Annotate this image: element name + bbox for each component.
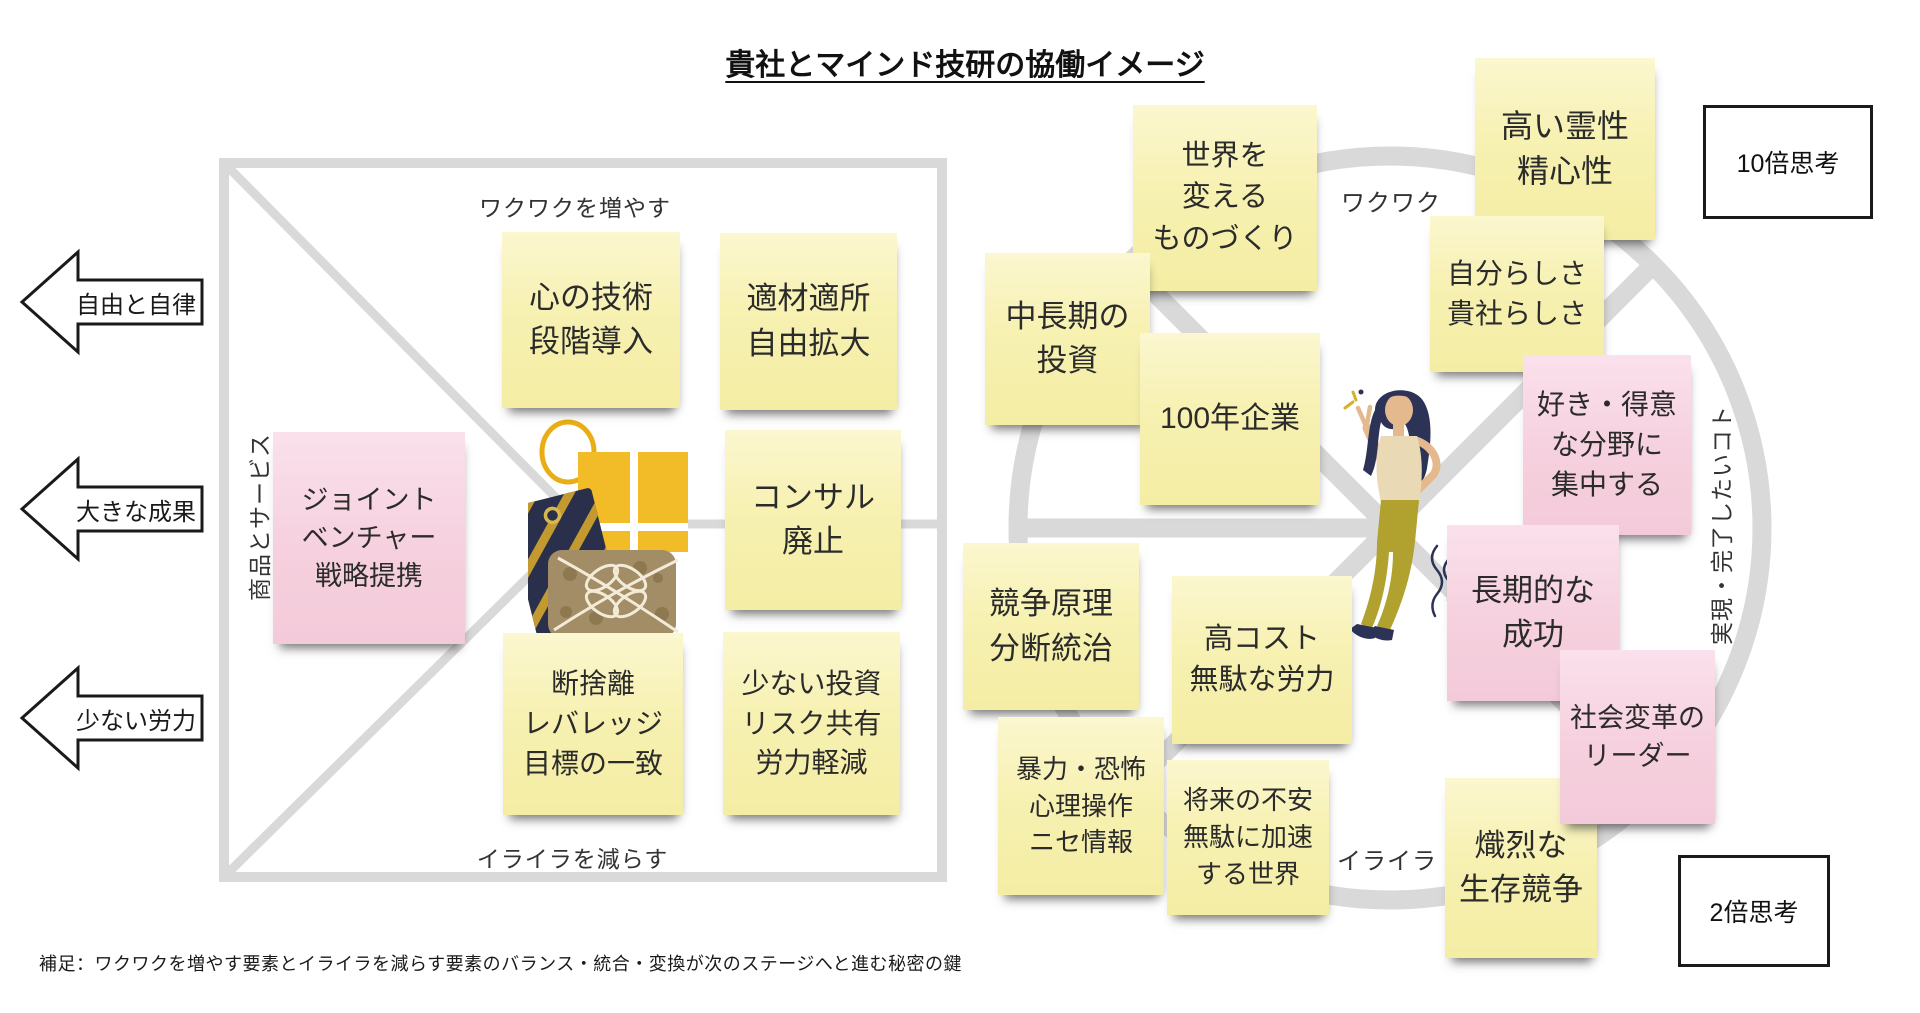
sticky-note-consulting-abolition[interactable]: コンサル 廃止: [725, 430, 901, 610]
label-realize-complete: 実現・完了したいコト: [1709, 405, 1735, 645]
page-title: 貴社とマインド技研の協働イメージ: [725, 49, 1205, 82]
sticky-note-competition-divide[interactable]: 競争原理 分断統治: [963, 543, 1139, 710]
label-circle-irritation: イライラ: [1337, 848, 1437, 875]
sticky-note-future-anxiety[interactable]: 将来の不安 無駄に加速 する世界: [1167, 760, 1329, 915]
sticky-note-danshari[interactable]: 断捨離 レバレッジ 目標の一致: [503, 633, 683, 815]
sticky-note-high-spirituality[interactable]: 高い霊性 精心性: [1475, 58, 1655, 240]
left-arrow-icon: [19, 455, 204, 563]
left-arrow-icon: [19, 248, 204, 356]
box-label: 10倍思考: [1736, 150, 1840, 178]
sticky-note-low-investment[interactable]: 少ない投資 リスク共有 労力軽減: [723, 632, 900, 815]
arrow-label: 大きな成果: [76, 498, 196, 526]
sticky-note-mind-tech[interactable]: 心の技術 段階導入: [502, 232, 680, 408]
label-circle-excitement: ワクワク: [1341, 190, 1441, 217]
sticky-note-100year-company[interactable]: 100年企業: [1140, 333, 1320, 505]
arrow-label: 少ない労力: [76, 707, 196, 735]
arrow-big-results[interactable]: 大きな成果: [18, 455, 206, 563]
box-2x-thinking[interactable]: 2倍思考: [1678, 855, 1830, 967]
sticky-note-violence-fear[interactable]: 暴力・恐怖 心理操作 ニセ情報: [998, 717, 1164, 895]
sticky-note-focus-strengths[interactable]: 好き・得意 な分野に 集中する: [1523, 355, 1691, 535]
sticky-note-right-person[interactable]: 適材適所 自由拡大: [720, 233, 897, 410]
label-increase-excitement: ワクワクを増やす: [479, 195, 671, 221]
sticky-note-high-cost[interactable]: 高コスト 無駄な労力: [1172, 576, 1352, 744]
gift-bags-illustration: [528, 419, 688, 653]
footnote: 補足：ワクワクを増やす要素とイライラを減らす要素のバランス・統合・変換が次のステ…: [39, 954, 963, 974]
sticky-note-authenticity[interactable]: 自分らしさ 貴社らしさ: [1430, 216, 1604, 372]
arrow-label: 自由と自律: [76, 291, 196, 319]
sticky-note-world-changing[interactable]: 世界を 変える ものづくり: [1133, 105, 1317, 291]
box-label: 2倍思考: [1709, 899, 1799, 927]
woman-peace-sign-illustration: [1343, 389, 1454, 641]
label-products-services: 商品とサービス: [247, 433, 273, 601]
sticky-note-long-term-investment[interactable]: 中長期の 投資: [985, 253, 1150, 425]
left-arrow-icon: [19, 664, 204, 772]
box-10x-thinking[interactable]: 10倍思考: [1703, 105, 1873, 219]
sticky-note-social-reform-leader[interactable]: 社会変革の リーダー: [1560, 650, 1715, 824]
arrow-less-effort[interactable]: 少ない労力: [18, 664, 206, 772]
sticky-note-joint-venture[interactable]: ジョイント ベンチャー 戦略提携: [273, 432, 465, 644]
sticky-note-long-term-success[interactable]: 長期的な 成功: [1447, 525, 1619, 701]
label-decrease-irritation: イライラを減らす: [476, 846, 669, 872]
arrow-freedom-autonomy[interactable]: 自由と自律: [18, 248, 206, 356]
